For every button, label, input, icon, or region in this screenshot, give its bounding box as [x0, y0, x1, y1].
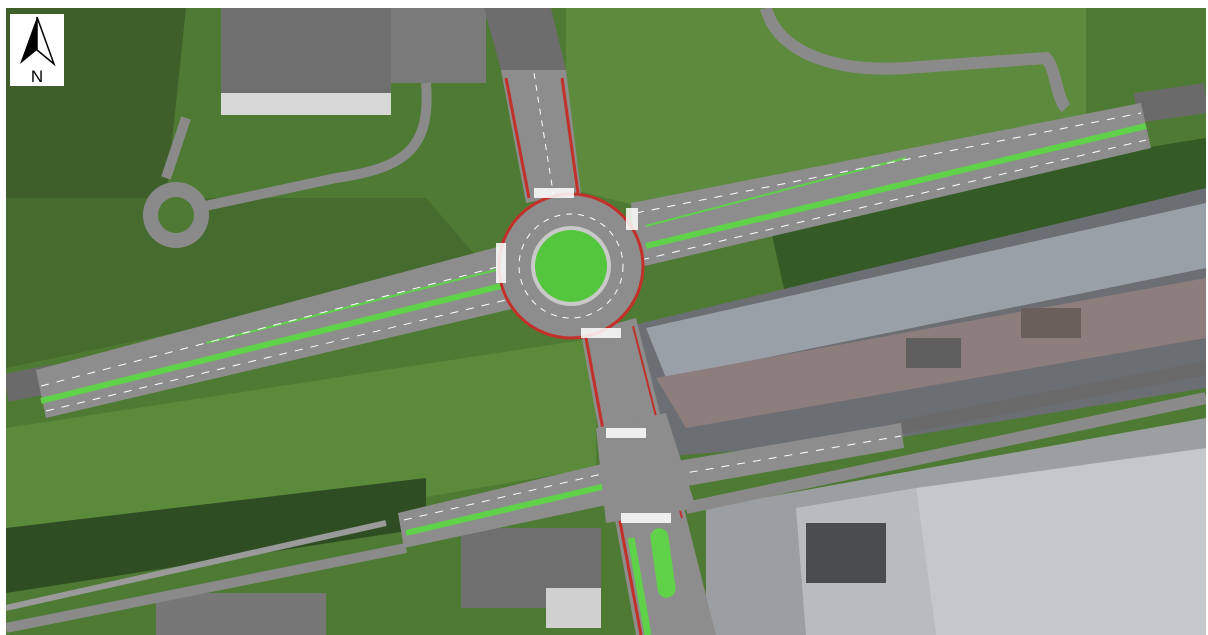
roundabout-lane-marking	[518, 213, 624, 319]
lane-east-spur	[673, 435, 902, 476]
north-arrow: N	[10, 14, 64, 86]
median-west-main	[40, 283, 502, 404]
roundabout-island	[535, 230, 607, 302]
old-road-east-market	[894, 361, 1206, 435]
north-arrow-icon	[20, 16, 56, 67]
old-roundabout-west-island	[158, 197, 194, 233]
old-road-south-east	[684, 392, 1206, 514]
building-north-roof	[221, 93, 391, 115]
lane-east-2	[640, 139, 1147, 261]
old-road-southwest-2	[6, 520, 387, 611]
north-lane-center	[533, 72, 555, 199]
lane-east-1	[635, 112, 1142, 214]
crosswalk-south-2	[606, 428, 646, 438]
market-building-2	[1021, 308, 1081, 338]
market-building	[906, 338, 961, 368]
crosswalk-south	[581, 328, 621, 338]
median-east-main	[645, 123, 1147, 249]
old-road-access-west	[194, 82, 432, 213]
market-stalls-top	[646, 203, 1206, 378]
median-west-north	[205, 269, 497, 344]
crosswalk-south-3	[621, 513, 671, 523]
median-east-north	[645, 157, 907, 227]
southwest-spur-road	[398, 463, 616, 548]
aerial-map: N	[6, 8, 1206, 635]
old-road-east-end	[1133, 83, 1206, 123]
warehouse-roof-2	[916, 448, 1206, 635]
crosswalk-west	[496, 243, 506, 283]
north-arm-road	[501, 70, 581, 203]
grass-field-north	[566, 8, 1086, 208]
north-road-existing	[484, 8, 566, 70]
parking-lot-southwest	[156, 593, 326, 635]
old-road-north-east	[760, 8, 1071, 113]
warehouse-dark-block	[806, 523, 886, 583]
lane-southwest	[403, 472, 607, 521]
median-southwest	[405, 483, 607, 536]
forest-west	[6, 198, 486, 368]
forest-east	[766, 138, 1206, 298]
tree-row-south	[6, 478, 426, 593]
parking-north-edge	[391, 8, 486, 83]
north-label: N	[30, 67, 44, 86]
building-south	[546, 588, 601, 628]
crosswalk-north	[534, 188, 574, 198]
south-junction	[596, 413, 696, 523]
old-road-west-loop-stem	[161, 116, 191, 180]
south-median-green-1	[627, 537, 652, 635]
bike-lane-north-east	[560, 77, 580, 194]
bike-lane-north-west	[504, 77, 531, 199]
south-median-green-2	[650, 528, 676, 598]
old-road-southwest	[6, 543, 407, 633]
crosswalk-east	[626, 208, 638, 230]
parking-lot-north	[221, 8, 391, 103]
